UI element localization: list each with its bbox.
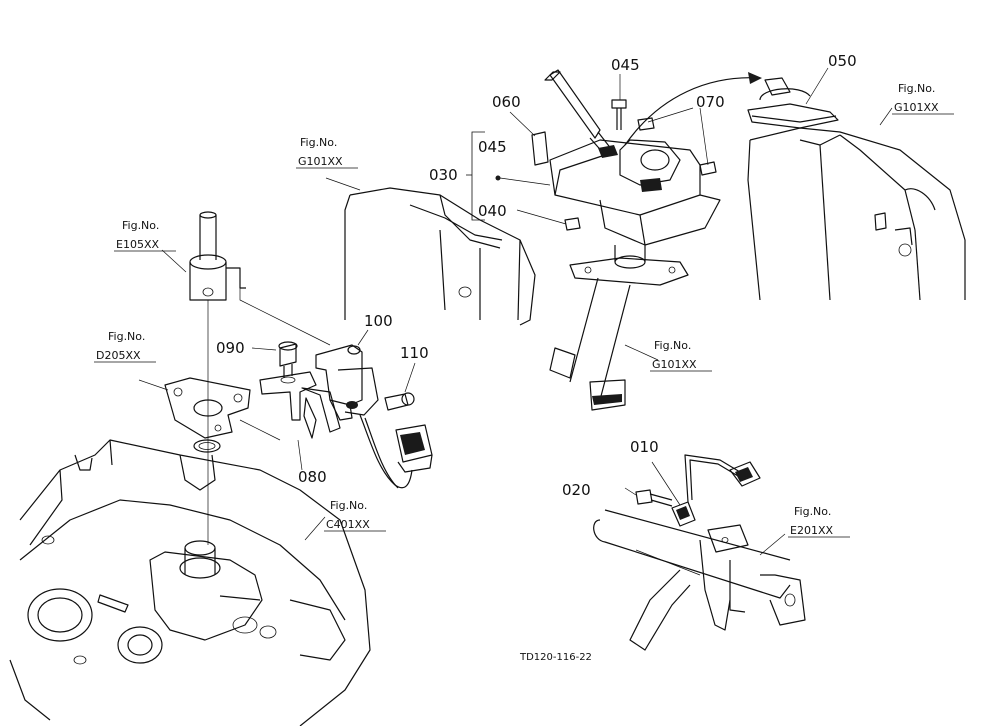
figure-ref-g101-center: Fig.No. G101XX (296, 136, 358, 169)
figure-ref-g101-column: Fig.No. G101XX (650, 339, 712, 372)
figure-ref-d205: Fig.No. D205XX (94, 330, 156, 363)
callout-010: 010 (630, 438, 659, 456)
svg-text:E201XX: E201XX (790, 524, 833, 537)
figure-ref-e105: Fig.No. E105XX (114, 219, 176, 252)
svg-text:Fig.No.: Fig.No. (330, 499, 367, 512)
callout-100: 100 (364, 312, 393, 330)
callout-060: 060 (492, 93, 521, 111)
svg-text:Fig.No.: Fig.No. (108, 330, 145, 343)
bracket-plate (164, 377, 281, 453)
figure-ref-g101-right: Fig.No. G101XX (892, 82, 954, 115)
leader-lines (138, 67, 893, 576)
callout-050: 050 (828, 52, 857, 70)
combination-switch (466, 69, 762, 411)
callout-045-group: 045 (478, 138, 507, 156)
svg-text:Fig.No.: Fig.No. (300, 136, 337, 149)
svg-text:G101XX: G101XX (298, 155, 343, 168)
svg-text:D205XX: D205XX (96, 349, 141, 362)
svg-text:C401XX: C401XX (326, 518, 370, 531)
callout-110: 110 (400, 344, 429, 362)
callout-030: 030 (429, 166, 458, 184)
drawing-code: TD120-116-22 (519, 652, 592, 663)
callout-090: 090 (216, 339, 245, 357)
svg-text:G101XX: G101XX (894, 101, 939, 114)
sensor-bracket-group (259, 341, 433, 489)
right-cover-and-boot (747, 77, 966, 301)
callout-070: 070 (696, 93, 725, 111)
figure-ref-c401: Fig.No. C401XX (324, 499, 386, 532)
figure-ref-e201: Fig.No. E201XX (788, 505, 850, 538)
frame-switch-assembly (593, 454, 806, 651)
svg-text:Fig.No.: Fig.No. (794, 505, 831, 518)
center-column-cover (344, 187, 536, 326)
svg-text:E105XX: E105XX (116, 238, 159, 251)
transmission-housing (9, 439, 371, 726)
svg-text:Fig.No.: Fig.No. (122, 219, 159, 232)
callout-020: 020 (562, 481, 591, 499)
part-callouts: 010 020 030 040 045 045 050 060 070 080 … (216, 52, 857, 499)
shift-rod-assembly (189, 211, 331, 545)
svg-text:G101XX: G101XX (652, 358, 697, 371)
callout-080: 080 (298, 468, 327, 486)
callout-040: 040 (478, 202, 507, 220)
callout-045-top: 045 (611, 56, 640, 74)
svg-text:Fig.No.: Fig.No. (654, 339, 691, 352)
svg-text:Fig.No.: Fig.No. (898, 82, 935, 95)
